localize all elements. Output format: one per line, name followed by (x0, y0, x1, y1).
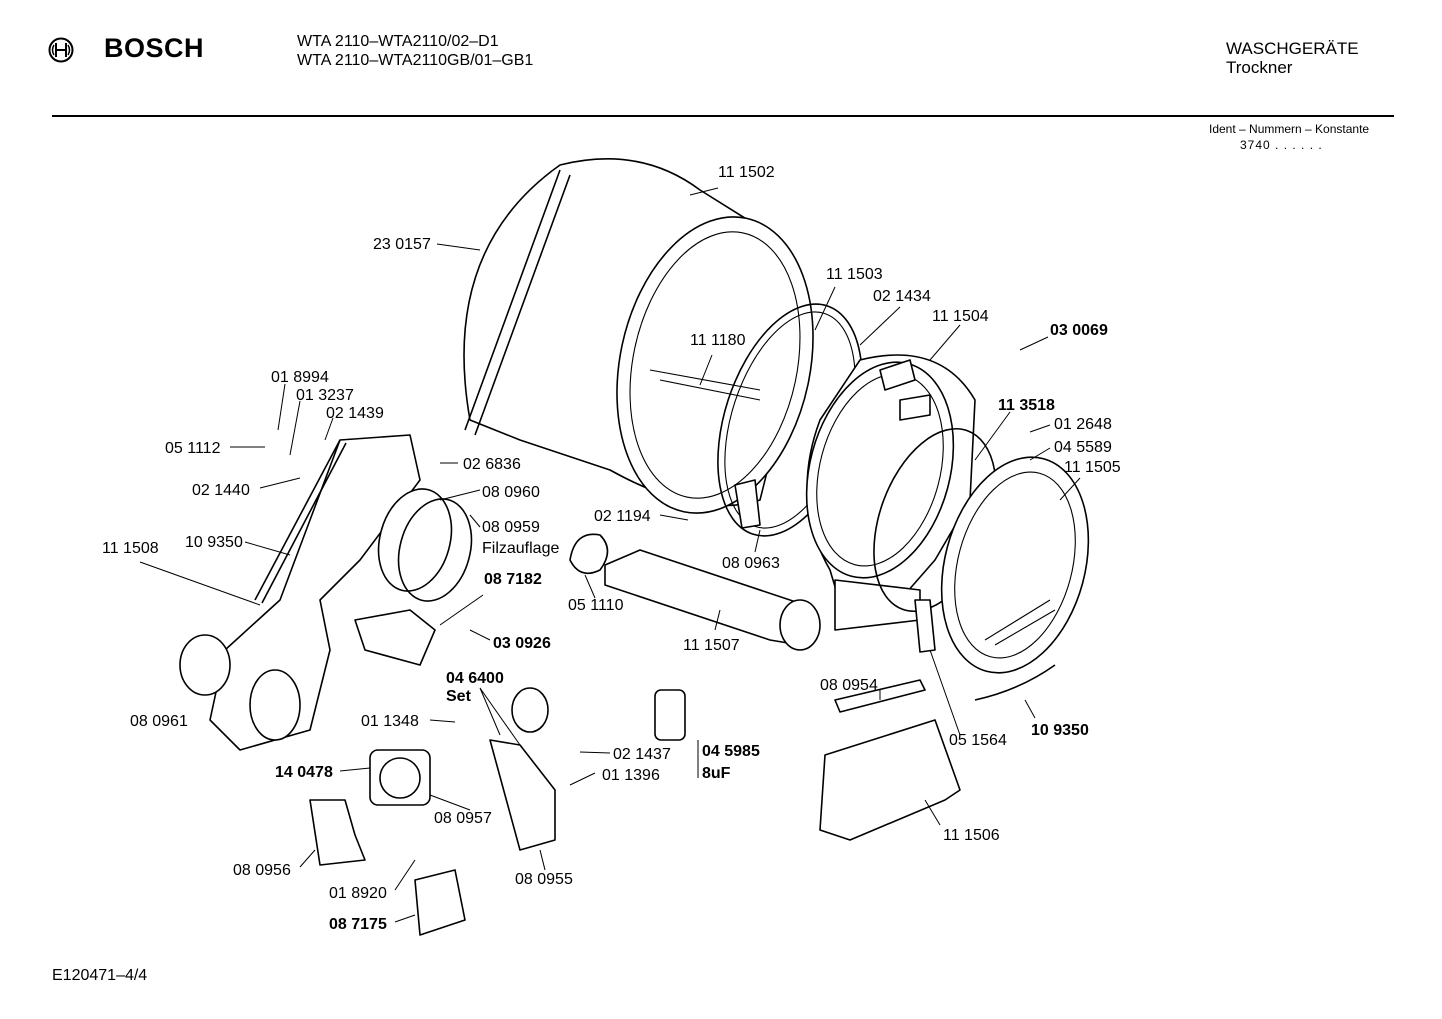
part-label: 03 0926 (493, 635, 551, 652)
part-label: 02 1437 (613, 746, 671, 763)
part-label: 01 8920 (329, 885, 387, 902)
motor-drawing (369, 749, 431, 806)
part-label: 11 1508 (102, 540, 159, 557)
bracket-08-0956-drawing (309, 799, 366, 866)
header-divider (52, 115, 1394, 117)
part-label: 08 0955 (515, 871, 573, 888)
part-label: 02 1194 (594, 508, 651, 525)
part-label: 14 0478 (275, 764, 333, 781)
part-label: 08 7175 (329, 916, 387, 933)
capacitor-drawing (654, 689, 686, 741)
part-label: 05 1564 (949, 732, 1007, 749)
part-label: 8uF (702, 765, 731, 782)
part-label: 01 3237 (296, 387, 354, 404)
pulley-wheel-drawing (179, 634, 231, 696)
part-label: 08 0963 (722, 555, 780, 572)
category-title: WASCHGERÄTE (1226, 39, 1359, 58)
part-label: 01 1348 (361, 713, 419, 730)
part-label: Filzauflage (482, 540, 559, 557)
part-label: 08 7182 (484, 571, 542, 588)
part-label: 01 8994 (271, 369, 329, 386)
bracket-08-7175-drawing (414, 869, 466, 936)
part-label: 05 1110 (568, 597, 624, 614)
part-label: 03 0069 (1050, 322, 1108, 339)
part-label: 11 1180 (690, 332, 746, 349)
subcategory-title: Trockner (1226, 58, 1293, 77)
brand-name: BOSCH (104, 33, 205, 63)
part-label: 11 1505 (1064, 459, 1121, 476)
part-label: 08 0956 (233, 862, 291, 879)
model-line-1: WTA 2110–WTA2110/02–D1 (297, 33, 499, 50)
lint-filter-drawing (819, 719, 961, 841)
tension-arm-drawing (489, 739, 556, 851)
part-label: 11 1506 (943, 827, 1000, 844)
part-label: 04 6400 (446, 670, 504, 687)
tension-pulley-drawing (511, 687, 549, 733)
part-labels: 11 1502 23 0157 11 1503 02 1434 11 1504 … (102, 164, 1121, 933)
part-label: 10 9350 (1031, 722, 1089, 739)
drum-drawing (463, 158, 814, 514)
part-label: 08 0954 (820, 677, 878, 694)
ident-value: 3740 . . . . . . (1240, 138, 1323, 152)
model-line-2: WTA 2110–WTA2110GB/01–GB1 (297, 52, 534, 69)
belt-housing-drawing (209, 434, 473, 751)
part-label: 01 1396 (602, 767, 660, 784)
part-label: 11 1503 (826, 266, 883, 283)
bearing-housing-drawing (805, 354, 976, 631)
leader-lines (139, 187, 1081, 923)
gasket-drawing (569, 533, 609, 575)
part-label: 02 1440 (192, 482, 250, 499)
seal-arc-drawing (974, 664, 1056, 701)
ident-label: Ident – Nummern – Konstante (1209, 122, 1370, 136)
part-label: 11 1504 (932, 308, 989, 325)
part-label: 11 1507 (683, 637, 740, 654)
part-label: 01 2648 (1054, 416, 1112, 433)
part-label: 10 9350 (185, 534, 243, 551)
air-duct-drawing (604, 549, 821, 651)
part-label: 02 1439 (326, 405, 384, 422)
part-label: 04 5589 (1054, 439, 1112, 456)
part-label: 08 0961 (130, 713, 188, 730)
front-ring-drawing (873, 427, 1090, 674)
part-label: 08 0959 (482, 519, 540, 536)
part-label: 11 1502 (718, 164, 775, 181)
part-label: 08 0957 (434, 810, 492, 827)
part-label: 02 1434 (873, 288, 931, 305)
drawing-number: E120471–4/4 (52, 967, 148, 984)
door-hinge-drawing (914, 599, 936, 653)
part-label: 23 0157 (373, 236, 431, 253)
part-label: 11 3518 (998, 397, 1055, 414)
part-label: Set (446, 688, 472, 705)
bosch-armature-logo-icon (48, 37, 74, 63)
filter-drawing (354, 609, 436, 666)
part-label: 02 6836 (463, 456, 521, 473)
part-label: 05 1112 (165, 440, 221, 457)
part-label: 08 0960 (482, 484, 540, 501)
part-label: 04 5985 (702, 743, 760, 760)
